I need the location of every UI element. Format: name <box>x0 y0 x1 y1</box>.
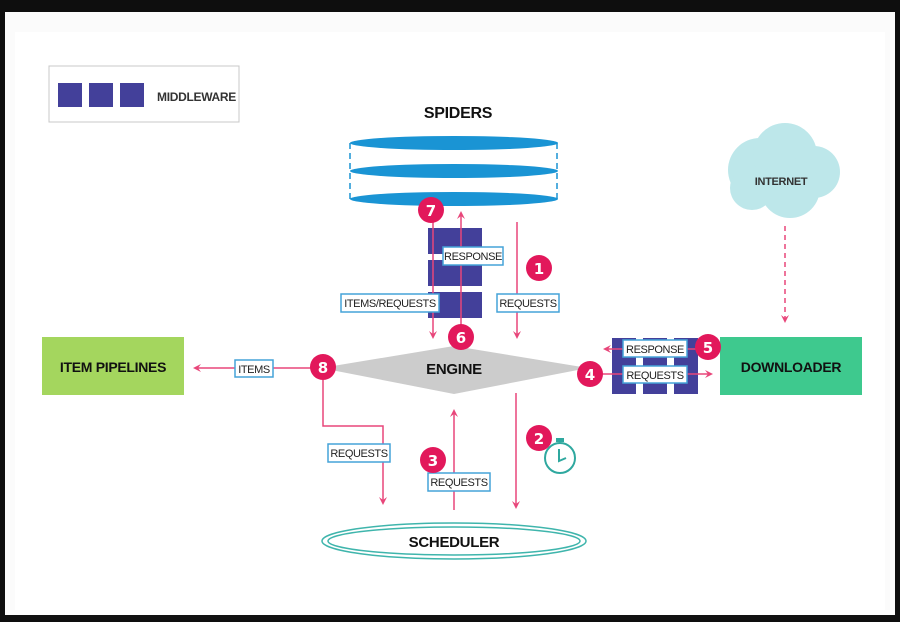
svg-text:4: 4 <box>585 366 595 384</box>
tag-box <box>442 246 504 266</box>
tag-items: ITEMS <box>238 364 270 376</box>
spiders-component[interactable]: SPIDERS <box>349 105 558 206</box>
internet-label: INTERNET <box>755 176 808 188</box>
tag-spider-response: RESPONSE <box>444 251 502 263</box>
tag-scheduler-requests-in: REQUESTS <box>330 448 387 460</box>
tag-box <box>427 472 491 492</box>
step-badges: 1 2 3 4 5 6 7 8 <box>310 197 721 473</box>
engine-label: ENGINE <box>426 361 482 378</box>
svg-text:3: 3 <box>428 452 438 470</box>
legend-swatch <box>120 83 144 107</box>
legend-swatch <box>58 83 82 107</box>
spiders-disk <box>350 164 558 178</box>
spiders-disk <box>350 192 558 206</box>
step-badge-5: 5 <box>695 334 721 360</box>
svg-text:5: 5 <box>703 339 713 357</box>
arrow-scheduler-requests-in <box>322 380 387 505</box>
spiders-label: SPIDERS <box>424 105 493 122</box>
legend-swatch <box>89 83 113 107</box>
internet-component[interactable]: INTERNET <box>728 123 840 218</box>
legend-label: MIDDLEWARE <box>157 90 236 104</box>
svg-text:7: 7 <box>426 202 436 220</box>
svg-text:6: 6 <box>456 329 466 347</box>
svg-text:8: 8 <box>318 359 328 377</box>
downloader-component[interactable]: DOWNLOADER <box>720 337 862 395</box>
step-badge-7: 7 <box>418 197 444 223</box>
downloader-label: DOWNLOADER <box>741 359 842 375</box>
stopwatch-icon <box>544 438 576 474</box>
cloud-icon <box>728 123 840 218</box>
tag-downloader-response: RESPONSE <box>626 344 684 356</box>
engine-shape <box>321 346 588 394</box>
step-badge-4: 4 <box>577 361 603 387</box>
flow-tags: RESPONSE ITEMS/REQUESTS REQUESTS ITEMS R… <box>234 246 688 492</box>
tag-box <box>327 443 391 463</box>
tag-box <box>234 359 274 378</box>
svg-text:2: 2 <box>534 430 544 448</box>
spiders-disk <box>350 136 558 150</box>
tag-box <box>622 365 688 384</box>
tag-downloader-requests: REQUESTS <box>626 370 683 382</box>
step-badge-1: 1 <box>526 255 552 281</box>
tag-box <box>340 293 440 313</box>
tag-box <box>622 339 688 358</box>
item-pipelines-label: ITEM PIPELINES <box>60 359 166 375</box>
tag-items-requests: ITEMS/REQUESTS <box>344 298 436 310</box>
item-pipelines-box <box>42 337 184 395</box>
tag-spider-requests: REQUESTS <box>499 298 556 310</box>
step-badge-6: 6 <box>448 324 474 350</box>
step-badge-3: 3 <box>420 447 446 473</box>
scheduler-label: SCHEDULER <box>409 534 500 551</box>
tag-scheduler-requests-out: REQUESTS <box>430 477 487 489</box>
scheduler-inner-ring <box>327 526 581 556</box>
step-badge-2: 2 <box>526 425 552 451</box>
legend: MIDDLEWARE <box>48 65 240 123</box>
step-badge-8: 8 <box>310 354 336 380</box>
item-pipelines-component[interactable]: ITEM PIPELINES <box>42 337 184 395</box>
scheduler-component[interactable]: SCHEDULER <box>321 522 587 560</box>
tag-box <box>496 293 560 313</box>
downloader-box <box>720 337 862 395</box>
diagram-canvas <box>15 32 885 610</box>
svg-text:1: 1 <box>534 260 544 278</box>
engine-component[interactable]: ENGINE <box>321 346 588 394</box>
